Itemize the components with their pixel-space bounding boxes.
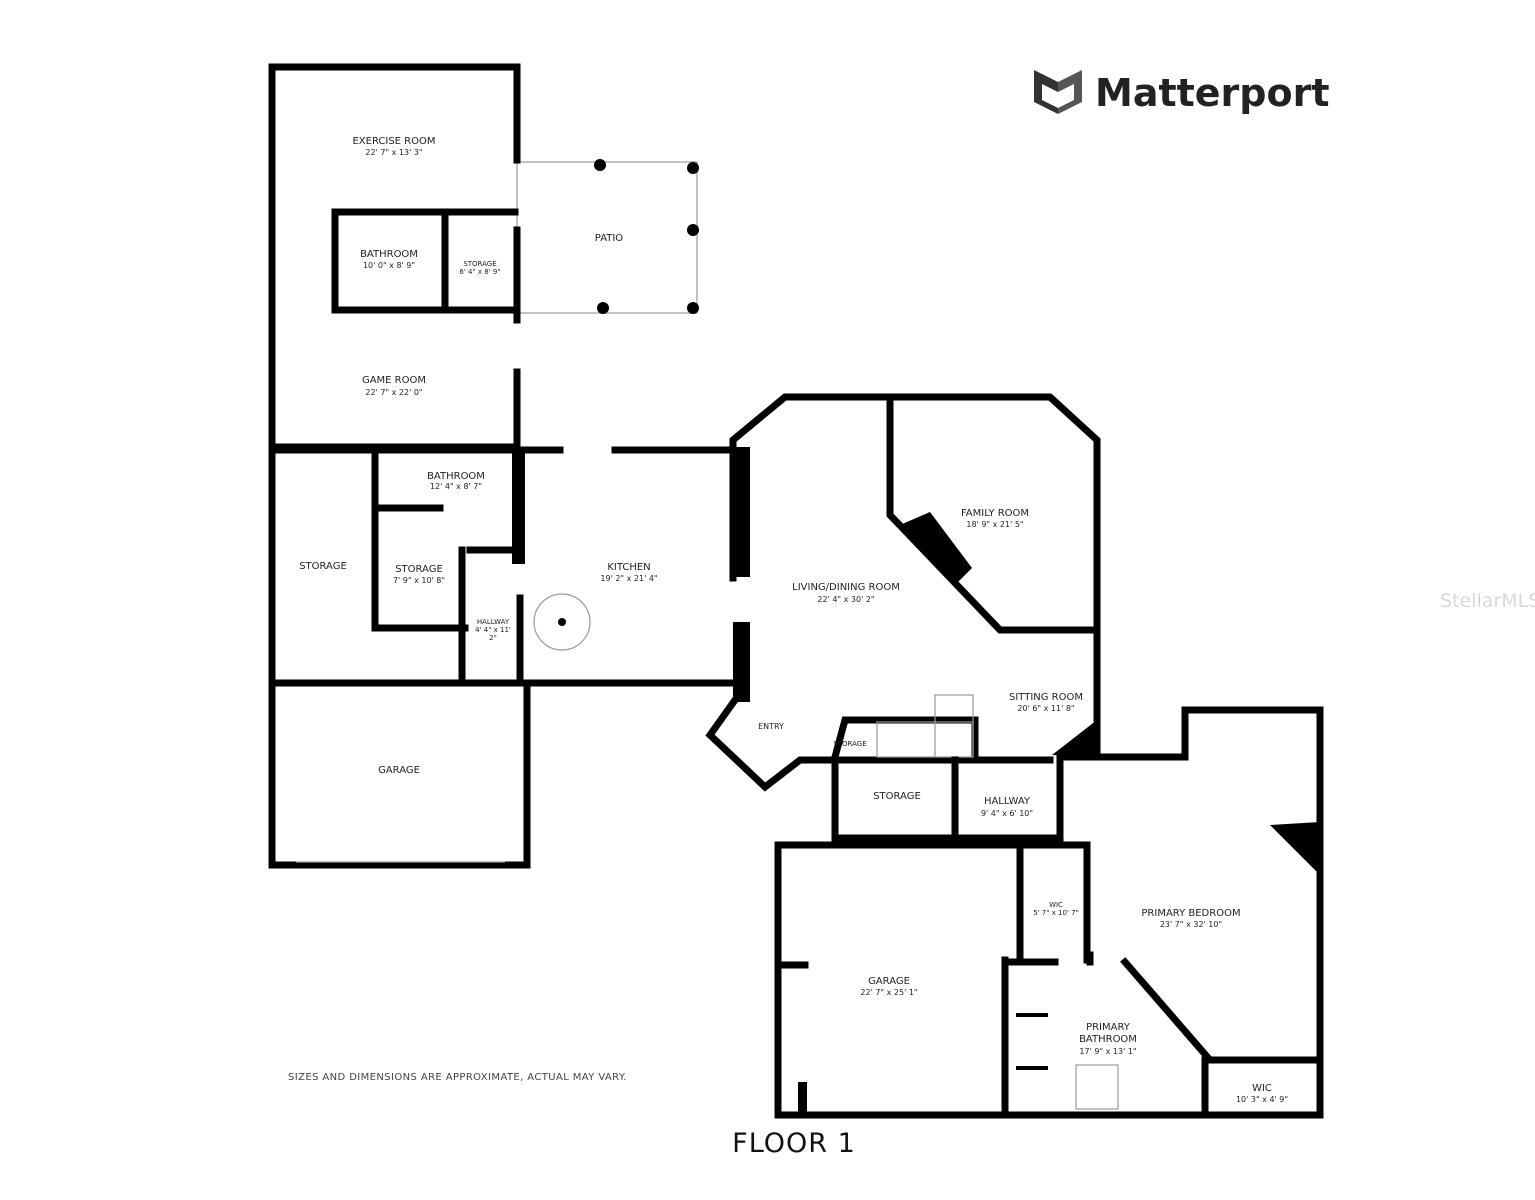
staircase-icon [876,694,974,758]
svg-text:10' 3" x 4' 9": 10' 3" x 4' 9" [1236,1095,1288,1104]
matterport-logo: Matterport [1034,70,1330,115]
room-garage-1: GARAGE [378,765,420,776]
walls-lower [774,706,1324,1119]
svg-text:19' 2" x 21' 4": 19' 2" x 21' 4" [600,574,657,583]
svg-text:22' 4" x 30' 2": 22' 4" x 30' 2" [817,595,874,604]
svg-text:10' 0" x 8' 9": 10' 0" x 8' 9" [363,261,415,270]
room-storage-3: STORAGE [873,791,921,802]
room-living-dining: LIVING/DINING ROOM [792,582,900,593]
room-primary-bedroom: PRIMARY BEDROOM [1141,908,1240,919]
room-hallway-2: HALLWAY [984,796,1031,807]
room-exercise: EXERCISE ROOM [352,136,435,147]
walls-left-wing [268,63,737,869]
svg-text:20' 6" x 11' 8": 20' 6" x 11' 8" [1017,704,1074,713]
svg-text:2": 2" [489,634,497,642]
shower-icon [1075,1064,1119,1110]
svg-text:22' 7" x 22' 0": 22' 7" x 22' 0" [365,388,422,397]
matterport-logo-icon [1034,70,1082,114]
room-kitchen: KITCHEN [607,562,650,573]
room-labels: EXERCISE ROOM 22' 7" x 13' 3" BATHROOM 1… [299,136,1288,1104]
svg-text:9' 4" x 6' 10": 9' 4" x 6' 10" [981,809,1033,818]
svg-text:17' 9" x 13' 1": 17' 9" x 13' 1" [1079,1047,1136,1056]
svg-text:6' 4" x 8' 9": 6' 4" x 8' 9" [459,268,500,276]
svg-text:4' 4" x 11': 4' 4" x 11' [475,626,511,634]
svg-text:22' 7" x 13' 3": 22' 7" x 13' 3" [365,148,422,157]
room-storage-stair: STORAGE [833,740,866,748]
spiral-staircase-icon [533,593,591,651]
svg-text:7' 9" x 10' 8": 7' 9" x 10' 8" [393,576,445,585]
room-storage-2: STORAGE [395,564,443,575]
watermark: StellarMLS [1440,590,1535,612]
room-primary-bathroom: PRIMARY [1086,1022,1131,1033]
room-family: FAMILY ROOM [961,508,1029,519]
svg-text:5' 7" x 10' 7": 5' 7" x 10' 7" [1033,909,1079,917]
svg-text:23' 7" x 32' 10": 23' 7" x 32' 10" [1160,920,1222,929]
disclaimer: SIZES AND DIMENSIONS ARE APPROXIMATE, AC… [288,1072,627,1083]
svg-text:Matterport: Matterport [1095,71,1330,115]
room-garage-2: GARAGE [868,976,910,987]
svg-text:22' 7" x 25' 1": 22' 7" x 25' 1" [860,988,917,997]
room-game: GAME ROOM [362,375,426,386]
svg-text:18' 9" x 21' 5": 18' 9" x 21' 5" [966,520,1023,529]
room-patio: PATIO [595,233,624,244]
room-entry: ENTRY [758,722,784,731]
room-hallway-1: HALLWAY [477,618,510,626]
walls-center [533,393,1101,792]
room-wic-2: WIC [1252,1083,1272,1094]
room-storage-left: STORAGE [299,561,347,572]
room-sitting: SITTING ROOM [1009,692,1083,703]
svg-text:12' 4" x 8' 7": 12' 4" x 8' 7" [430,482,482,491]
room-storage-1: STORAGE [463,260,496,268]
room-bathroom-2: BATHROOM [427,471,485,482]
floor-label: FLOOR 1 [732,1128,856,1159]
room-bathroom-1: BATHROOM [360,249,418,260]
room-wic-1: WIC [1049,901,1063,909]
svg-text:BATHROOM: BATHROOM [1079,1034,1137,1045]
